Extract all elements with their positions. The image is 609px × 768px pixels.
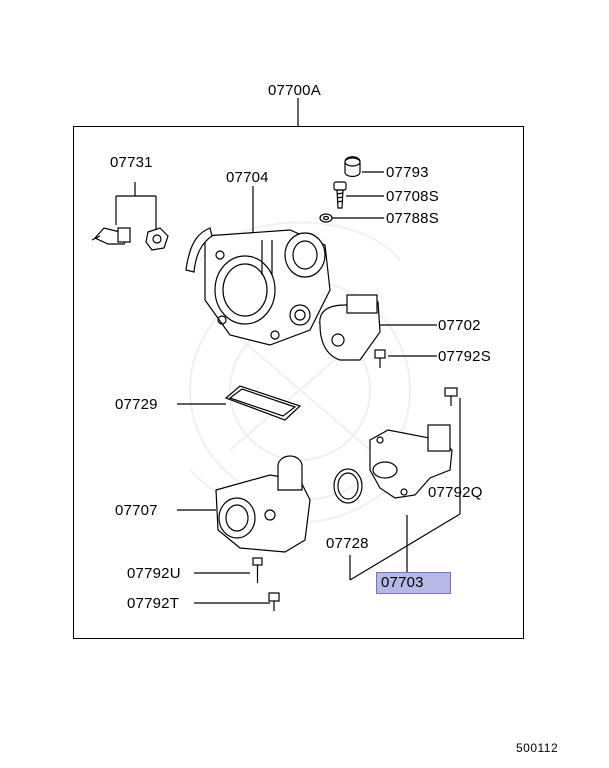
highlight-box: [376, 572, 451, 594]
bolt-part: [444, 387, 458, 406]
label-07702[interactable]: 07702: [438, 317, 481, 334]
label-07792S[interactable]: 07792S: [438, 348, 491, 365]
cap-part: [344, 156, 361, 178]
label-07704[interactable]: 07704: [226, 169, 269, 186]
gasket-part: [224, 385, 302, 421]
throttle-body-part: [185, 227, 331, 346]
bolt-part: [374, 349, 386, 368]
screw-part: [333, 181, 347, 209]
throttle-position-sensor-part: [319, 294, 381, 361]
label-07707[interactable]: 07707: [115, 502, 158, 519]
washer-part: [319, 213, 333, 223]
label-07792T[interactable]: 07792T: [127, 595, 180, 612]
nut-part: [145, 227, 169, 251]
assembly-frame: [73, 126, 524, 639]
label-07703[interactable]: 07703: [381, 574, 424, 591]
label-07792Q[interactable]: 07792Q: [428, 484, 483, 501]
label-07793[interactable]: 07793: [386, 164, 429, 181]
label-07728[interactable]: 07728: [326, 535, 369, 552]
idle-control-valve-part: [369, 424, 453, 499]
label-07729[interactable]: 07729: [115, 396, 158, 413]
label-07731[interactable]: 07731: [110, 154, 153, 171]
housing-part: [215, 455, 311, 553]
sensor-part: [91, 227, 131, 245]
bolt-part: [268, 592, 280, 611]
label-07788S[interactable]: 07788S: [386, 210, 439, 227]
o-ring-part: [333, 468, 363, 504]
label-07792U[interactable]: 07792U: [127, 565, 181, 582]
label-07700A[interactable]: 07700A: [268, 82, 321, 99]
label-07708S[interactable]: 07708S: [386, 188, 439, 205]
bolt-part: [252, 557, 263, 583]
diagram-code: 500112: [516, 741, 559, 755]
